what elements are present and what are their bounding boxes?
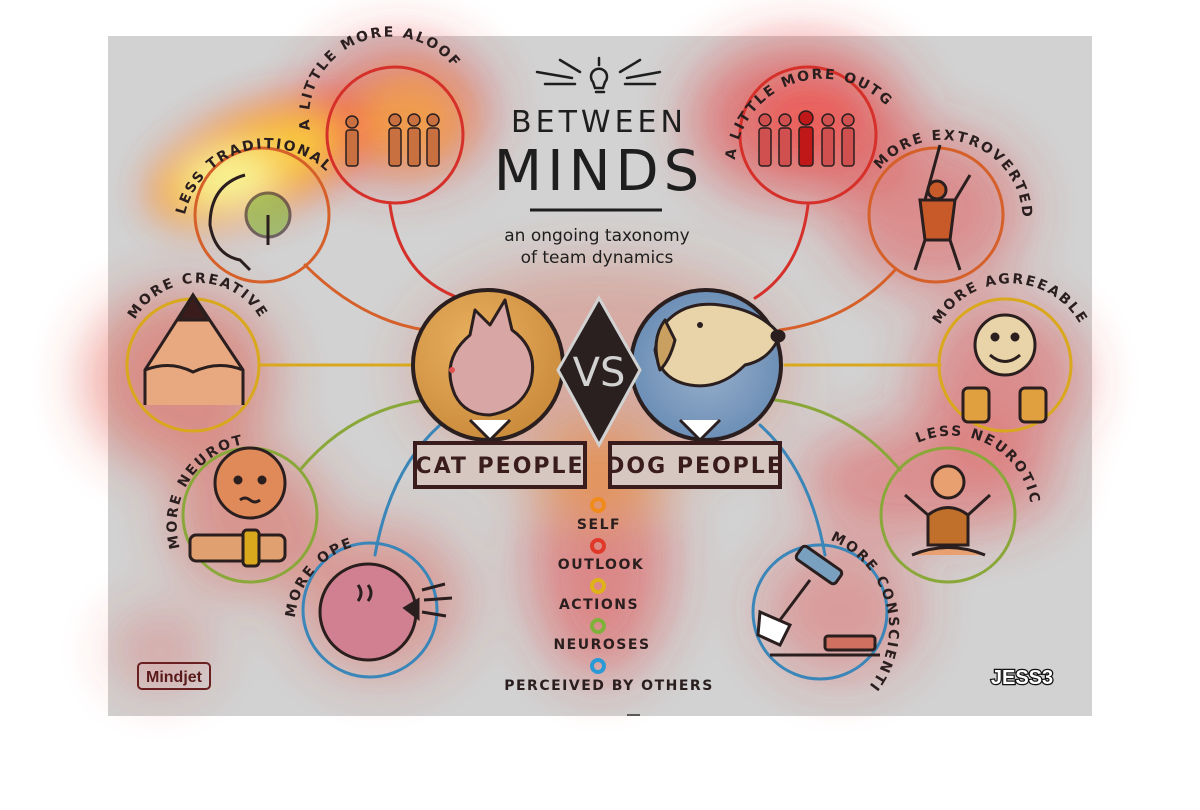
center-comparison: VS CAT PEOPLE DOG PEOPLE bbox=[411, 288, 786, 489]
gavel-icon bbox=[756, 544, 880, 657]
legend-label-perceived: PERCEIVED BY OTHERS bbox=[504, 678, 714, 694]
dog-people-label: DOG PEOPLE bbox=[606, 454, 784, 479]
title-line2: MINDS bbox=[494, 139, 704, 204]
legend: SELF OUTLOOK ACTIONS NEUROSES PERCEIVED … bbox=[504, 497, 714, 694]
legend-marker-neuroses bbox=[590, 618, 606, 634]
vs-diamond bbox=[556, 294, 642, 449]
jess3-logo-text: JESS3 bbox=[991, 667, 1053, 689]
legend-marker-perceived bbox=[590, 658, 606, 674]
cat-people-box bbox=[413, 441, 587, 489]
legend-label-outlook: OUTLOOK bbox=[558, 557, 644, 573]
legend-marker-outlook bbox=[590, 538, 606, 554]
legend-marker-actions bbox=[590, 578, 606, 594]
meditating-person-icon bbox=[904, 464, 992, 557]
subtitle-line2: of team dynamics bbox=[521, 248, 674, 268]
jess3-logo: JESS3 bbox=[990, 666, 1055, 691]
legend-label-self: SELF bbox=[577, 517, 621, 533]
lightbulb-icon bbox=[535, 56, 662, 94]
cat-people-label: CAT PEOPLE bbox=[415, 454, 584, 479]
head-tree-icon bbox=[208, 173, 292, 272]
worried-face-watch-icon bbox=[188, 446, 287, 568]
subtitle-line1: an ongoing taxonomy bbox=[504, 226, 689, 246]
smiley-thumbs-up-icon bbox=[961, 313, 1048, 424]
people-group-aloof-icon bbox=[345, 113, 440, 167]
mindjet-logo-text: Mindjet bbox=[146, 669, 203, 686]
talking-head-icon bbox=[318, 562, 453, 662]
pencil-icon bbox=[143, 292, 245, 405]
title-line1: BETWEEN bbox=[511, 105, 687, 140]
legend-marker-self bbox=[590, 497, 606, 513]
title-block: BETWEEN MINDS an ongoing taxonomy of tea… bbox=[494, 56, 704, 268]
mindjet-logo: Mindjet bbox=[137, 662, 211, 690]
connector-lines bbox=[258, 203, 942, 557]
people-group-outgoing-icon bbox=[758, 110, 855, 167]
dog-icon bbox=[653, 302, 786, 442]
cat-icon bbox=[448, 298, 535, 442]
legend-label-actions: ACTIONS bbox=[559, 597, 639, 613]
dog-people-box bbox=[608, 441, 782, 489]
vs-text: VS bbox=[573, 350, 626, 396]
legend-label-neuroses: NEUROSES bbox=[553, 637, 650, 653]
dancing-person-icon bbox=[913, 144, 972, 271]
